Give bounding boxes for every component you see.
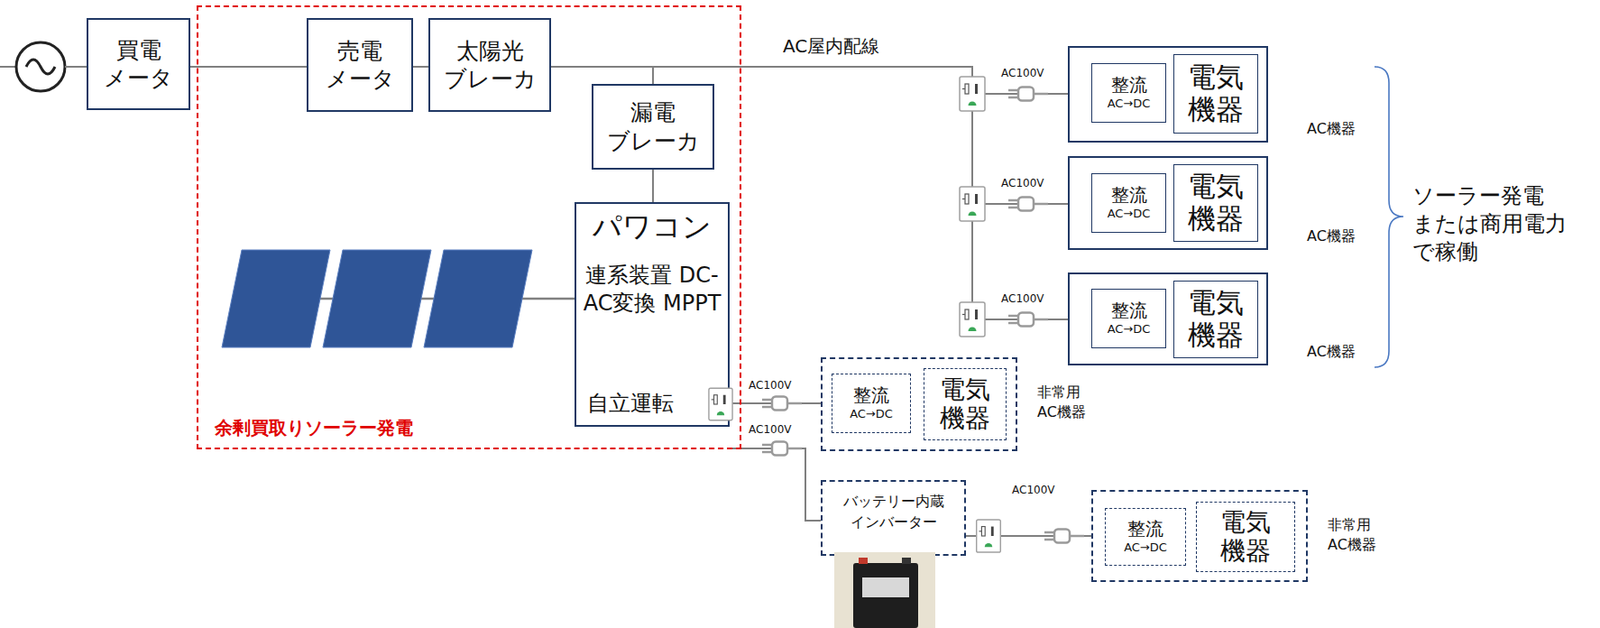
node-text: 整流 bbox=[1111, 299, 1148, 322]
wire-connector bbox=[729, 448, 821, 521]
outlet-icon bbox=[959, 302, 985, 337]
power-conditioner-box: パワコン連系装置 DC-AC変換 MPPT 自立運転 bbox=[574, 202, 730, 427]
system-boundary: 余剰買取りソーラー発電 売電 メータ太陽光 ブレーカ漏電 ブレーカパワコン連系装置… bbox=[196, 5, 742, 450]
node-text: 整流 bbox=[1111, 73, 1148, 97]
appliance-box: 電気 機器 bbox=[1173, 280, 1259, 359]
voltage-label: AC100V bbox=[1011, 483, 1056, 497]
battery-body bbox=[853, 562, 919, 628]
appliance-box: 電気 機器 bbox=[1173, 54, 1259, 134]
node-text: 売電 メータ bbox=[308, 36, 412, 94]
solar-panel bbox=[221, 249, 331, 348]
voltage-label: AC100V bbox=[1001, 292, 1045, 305]
plug-icon bbox=[1008, 312, 1049, 327]
node-text: 買電 メータ bbox=[88, 36, 189, 93]
voltage-label: AC100V bbox=[748, 422, 792, 436]
wire bbox=[0, 65, 17, 68]
ac-device-box: AC機器整流AC→DC電気 機器 bbox=[1067, 45, 1269, 143]
appliance-box: 電気 機器 bbox=[1195, 501, 1296, 572]
appliance-box: 電気 機器 bbox=[923, 367, 1007, 441]
plug-icon bbox=[762, 396, 802, 411]
node-text: 電気 機器 bbox=[1174, 61, 1258, 126]
wire-connector bbox=[413, 65, 429, 68]
emergency-device-box: 非常用 AC機器整流AC→DC電気 機器 bbox=[820, 357, 1018, 451]
node-text: 電気 機器 bbox=[1174, 170, 1258, 235]
rectifier-box: 整流AC→DC bbox=[1104, 507, 1187, 566]
wire-connector bbox=[551, 66, 653, 84]
node-text: AC機器 bbox=[1306, 342, 1356, 362]
ac-device-box: AC機器整流AC→DC電気 機器 bbox=[1067, 156, 1269, 250]
node-text: AC→DC bbox=[1123, 540, 1168, 556]
meter-box: 売電 メータ bbox=[306, 18, 414, 112]
outlet-icon bbox=[976, 519, 1002, 552]
node-text: 電気 機器 bbox=[1174, 286, 1258, 351]
node-text: 整流 bbox=[1127, 517, 1164, 541]
battery-photo-background bbox=[834, 551, 936, 628]
node-text: 整流 bbox=[1111, 183, 1148, 207]
wire-connector bbox=[652, 169, 654, 203]
node-text: 電気 機器 bbox=[1196, 507, 1295, 566]
node-text: AC機器 bbox=[1306, 119, 1356, 139]
rectifier-box: 整流AC→DC bbox=[1091, 288, 1167, 349]
outlet-icon bbox=[959, 76, 985, 111]
outlet-icon bbox=[959, 186, 985, 221]
note-text: ソーラー発電 または商用電力 で稼働 bbox=[1412, 182, 1584, 267]
node-text: バッテリー内蔵 インバーター bbox=[822, 490, 965, 533]
voltage-label: AC100V bbox=[1001, 66, 1045, 80]
plug-icon bbox=[1044, 529, 1085, 543]
battery-terminal bbox=[901, 557, 911, 564]
sine-wave bbox=[26, 59, 56, 74]
emergency-device-box: 非常用 AC機器整流AC→DC電気 機器 bbox=[1091, 489, 1308, 582]
node-text: 自立運転 bbox=[587, 388, 674, 418]
plug-icon bbox=[1008, 197, 1049, 212]
appliance-box: 電気 機器 bbox=[1173, 164, 1259, 242]
meter-box: 太陽光 ブレーカ bbox=[428, 18, 552, 112]
node-text: 太陽光 ブレーカ bbox=[430, 36, 550, 94]
wire-connector bbox=[551, 66, 1068, 320]
voltage-label: AC100V bbox=[1001, 176, 1045, 190]
node-text: AC→DC bbox=[1107, 96, 1151, 112]
node-text: 電気 機器 bbox=[924, 375, 1006, 433]
plug-icon bbox=[1008, 87, 1049, 102]
rectifier-box: 整流AC→DC bbox=[1091, 63, 1167, 123]
wire-connector bbox=[190, 65, 307, 68]
node-text: 余剰買取りソーラー発電 bbox=[214, 415, 414, 441]
ac-source-symbol bbox=[16, 42, 65, 92]
battery-terminal bbox=[858, 557, 868, 564]
node-text: AC→DC bbox=[849, 406, 893, 423]
rectifier-box: 整流AC→DC bbox=[831, 373, 911, 433]
node-text: 非常用 AC機器 bbox=[1327, 514, 1388, 554]
curly-brace bbox=[1374, 66, 1404, 368]
wire-connector bbox=[551, 66, 1068, 204]
ac-device-box: AC機器整流AC→DC電気 機器 bbox=[1067, 272, 1269, 366]
wire bbox=[64, 65, 87, 68]
meter-box: 買電 メータ bbox=[86, 18, 191, 111]
node-text: AC→DC bbox=[1107, 321, 1151, 338]
node-text: 整流 bbox=[853, 384, 890, 407]
outlet-icon bbox=[708, 387, 733, 420]
node-text: 非常用 AC機器 bbox=[1037, 382, 1097, 422]
node-text: 連系装置 DC-AC変換 MPPT bbox=[576, 261, 728, 318]
wire-label: AC屋内配線 bbox=[782, 34, 880, 59]
inverter-box: バッテリー内蔵 インバーター bbox=[820, 479, 966, 556]
rectifier-box: 整流AC→DC bbox=[1091, 173, 1167, 233]
node-text: 漏電 ブレーカ bbox=[593, 98, 713, 156]
solar-panel bbox=[423, 249, 533, 348]
node-text: パワコン bbox=[576, 207, 728, 248]
plug-icon bbox=[762, 441, 802, 456]
node-text: AC機器 bbox=[1306, 227, 1356, 247]
meter-box: 漏電 ブレーカ bbox=[591, 83, 715, 170]
battery-sticker bbox=[862, 577, 910, 598]
solar-panel bbox=[322, 249, 432, 348]
voltage-label: AC100V bbox=[748, 378, 792, 392]
node-text: AC→DC bbox=[1107, 206, 1151, 222]
